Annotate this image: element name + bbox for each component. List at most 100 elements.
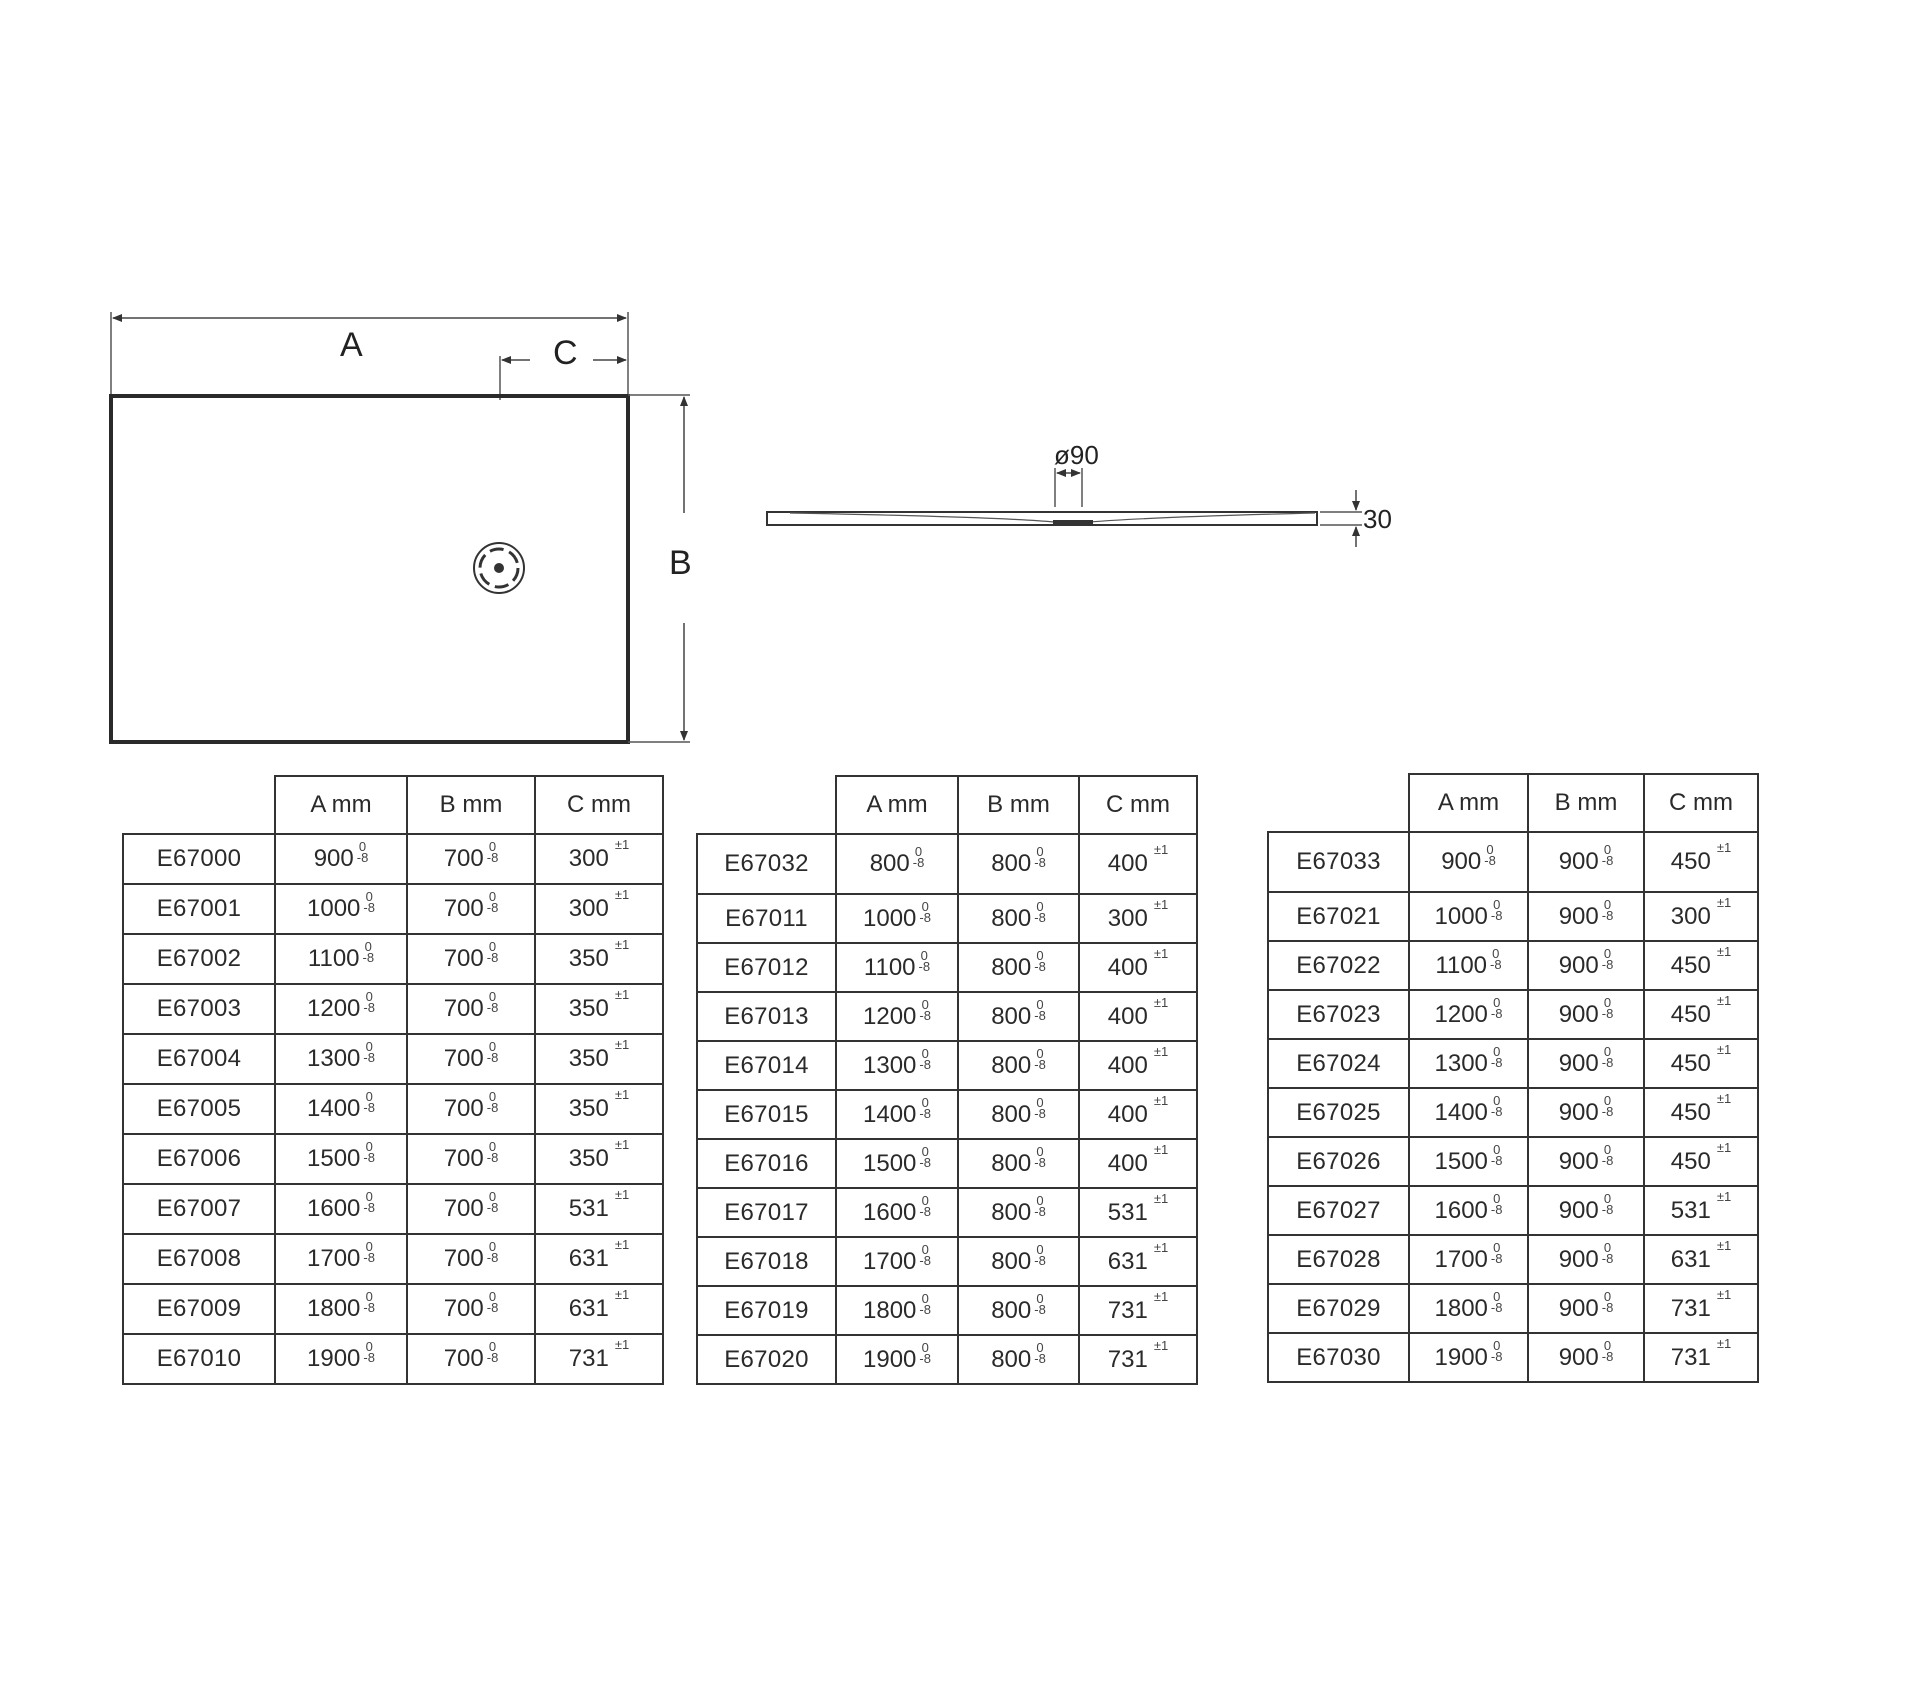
tolerance-b: 0-8 bbox=[1034, 1045, 1046, 1072]
product-code: E67017 bbox=[696, 1187, 837, 1238]
label-c: C bbox=[553, 334, 578, 372]
tolerance-c: ±1 bbox=[1716, 1188, 1732, 1204]
tolerance-c: ±1 bbox=[1153, 994, 1169, 1010]
product-code: E67032 bbox=[696, 833, 837, 895]
tolerance-c: ±1 bbox=[614, 1037, 630, 1052]
product-code: E67007 bbox=[122, 1183, 276, 1235]
tolerance-c: ±1 bbox=[614, 1187, 630, 1202]
tolerance-b: 0-8 bbox=[1601, 1239, 1614, 1266]
tolerance-b: 0-8 bbox=[486, 1289, 499, 1315]
tolerance-c: ±1 bbox=[1153, 1190, 1169, 1206]
tolerance-c: ±1 bbox=[614, 1087, 630, 1102]
product-code: E67010 bbox=[122, 1333, 276, 1385]
column-header: A mm bbox=[274, 775, 408, 835]
dimension-c: 400±1 bbox=[1078, 1089, 1198, 1140]
tolerance-a: 0-8 bbox=[912, 844, 925, 870]
tolerance-a: 0-8 bbox=[919, 1094, 931, 1121]
corner-cell bbox=[123, 776, 276, 835]
product-code: E67025 bbox=[1267, 1087, 1410, 1138]
dimension-c: 531±1 bbox=[1643, 1185, 1759, 1236]
product-code: E67018 bbox=[696, 1236, 837, 1287]
tolerance-b: 0-8 bbox=[486, 939, 499, 965]
tolerance-a: 0-8 bbox=[363, 1039, 375, 1065]
dimension-c: 350±1 bbox=[534, 983, 664, 1035]
tolerance-b: 0-8 bbox=[1601, 1337, 1614, 1364]
product-code: E67020 bbox=[696, 1334, 837, 1385]
label-b: B bbox=[669, 544, 692, 582]
product-code: E67004 bbox=[122, 1033, 276, 1085]
tolerance-a: 0-8 bbox=[1490, 1190, 1503, 1217]
tolerance-c: ±1 bbox=[614, 1287, 630, 1302]
tolerance-b: 0-8 bbox=[1034, 947, 1046, 974]
tolerance-a: 0-8 bbox=[919, 1241, 931, 1268]
tolerance-c: ±1 bbox=[614, 1237, 630, 1252]
tolerance-a: 0-8 bbox=[919, 1143, 931, 1170]
label-a: A bbox=[340, 326, 363, 364]
tolerance-b: 0-8 bbox=[486, 889, 499, 915]
tolerance-c: ±1 bbox=[614, 887, 630, 902]
tolerance-c: ±1 bbox=[614, 1137, 630, 1152]
tolerance-b: 0-8 bbox=[1034, 898, 1046, 925]
tolerance-a: 0-8 bbox=[919, 1192, 931, 1219]
dimension-c: 450±1 bbox=[1643, 940, 1759, 991]
tolerance-b: 0-8 bbox=[1601, 1288, 1614, 1315]
tolerance-a: 0-8 bbox=[356, 839, 369, 865]
tolerance-c: ±1 bbox=[1716, 840, 1732, 855]
tolerance-a: 0-8 bbox=[363, 1139, 375, 1165]
tolerance-b: 0-8 bbox=[1601, 994, 1614, 1021]
dimension-c: 631±1 bbox=[1643, 1234, 1759, 1285]
product-code: E67015 bbox=[696, 1089, 837, 1140]
tolerance-b: 0-8 bbox=[1034, 1241, 1046, 1268]
dimension-c: 300±1 bbox=[1643, 891, 1759, 942]
tolerance-c: ±1 bbox=[1153, 1288, 1169, 1304]
column-header: A mm bbox=[835, 775, 959, 835]
tolerance-c: ±1 bbox=[1153, 1092, 1169, 1108]
dimension-c: 350±1 bbox=[534, 933, 664, 985]
